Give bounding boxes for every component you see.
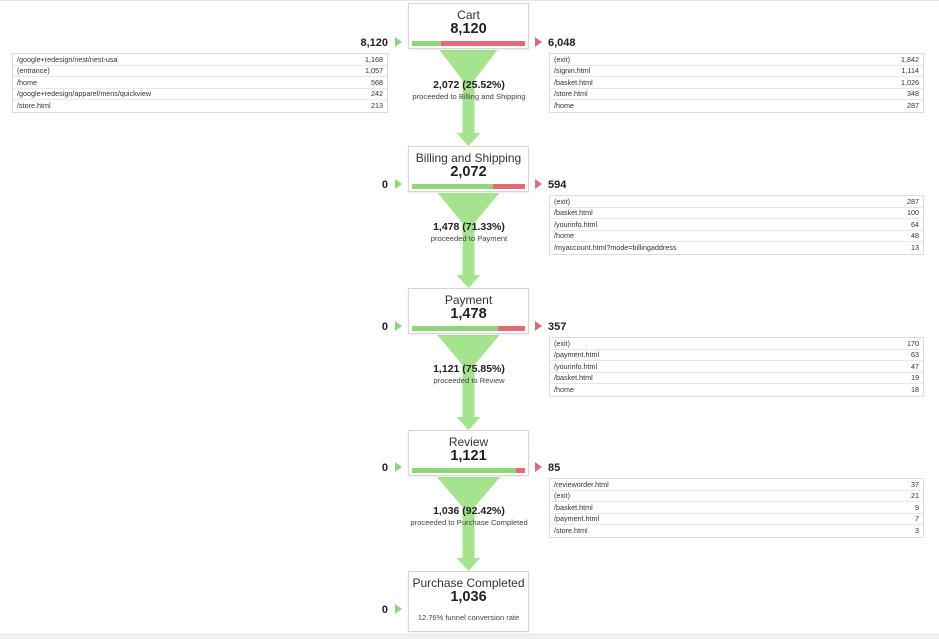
step-count: 2,072	[450, 164, 487, 180]
step-progression: 1,478 (71.33%) proceeded to Payment	[393, 221, 545, 243]
step-count: 1,121	[450, 448, 487, 464]
step-count: 1,036	[450, 589, 487, 605]
funnel-connector-arrow	[439, 50, 498, 146]
funnel-step-payment[interactable]: Payment 1,478	[408, 288, 529, 334]
progression-label: proceeded to Purchase Completed	[410, 518, 528, 527]
progression-count: 1,478 (71.33%)	[433, 221, 505, 233]
step-progress-fill	[412, 326, 498, 331]
progression-count: 2,072 (25.52%)	[433, 79, 505, 91]
funnel-connector-arrow	[436, 477, 501, 571]
entry-arrow-icon	[395, 321, 402, 331]
entry-arrow-icon	[395, 604, 402, 614]
step-entries[interactable]: 8,120	[360, 37, 388, 49]
step-progress-bar	[412, 468, 525, 473]
step-count: 8,120	[450, 21, 487, 37]
table-row[interactable]: (exit)1,842	[550, 54, 923, 66]
exit-arrow-icon	[535, 462, 542, 472]
funnel-step-purchase-completed[interactable]: Purchase Completed 1,036 12.76% funnel c…	[408, 571, 529, 632]
step-progression: 1,036 (92.42%) proceeded to Purchase Com…	[393, 505, 545, 527]
step-exits[interactable]: 6,048	[548, 37, 576, 49]
step-progress-bar	[412, 41, 525, 46]
step-name: Payment	[444, 293, 493, 307]
exit-arrow-icon	[535, 37, 542, 47]
funnel-connector-arrow	[437, 193, 500, 288]
funnel-connector-arrow	[437, 335, 500, 430]
progression-count: 1,036 (92.42%)	[433, 505, 505, 517]
table-row[interactable]: (entrance)1,057	[13, 66, 387, 77]
step-progress-bar	[412, 326, 525, 331]
step-entries[interactable]: 0	[381, 462, 388, 474]
table-row[interactable]: (exit)287	[550, 196, 923, 208]
top-divider	[0, 0, 939, 1]
step-exits[interactable]: 85	[548, 462, 561, 474]
step-progress-bar	[412, 184, 525, 189]
entry-arrow-icon	[395, 37, 402, 47]
table-row[interactable]: (exit)170	[550, 338, 923, 350]
step-progress-fill	[412, 468, 517, 473]
step-name: Purchase Completed	[412, 576, 525, 590]
step-name: Review	[448, 435, 489, 449]
table-row[interactable]: (exit)21	[550, 491, 923, 502]
step-count: 1,478	[450, 306, 487, 322]
step-exits[interactable]: 594	[548, 179, 567, 191]
funnel-conversion-rate: 12.76% funnel conversion rate	[417, 613, 520, 622]
step-name: Billing and Shipping	[415, 151, 522, 165]
exit-arrow-icon	[535, 321, 542, 331]
step-name: Cart	[457, 8, 480, 22]
progression-label: proceeded to Billing and Shipping	[412, 92, 526, 101]
step-progress-fill	[412, 41, 441, 46]
step-progression: 1,121 (75.85%) proceeded to Review	[393, 363, 545, 385]
step-progress-fill	[412, 184, 493, 189]
entry-arrow-icon	[395, 179, 402, 189]
progression-count: 1,121 (75.85%)	[433, 363, 505, 375]
funnel-step-cart[interactable]: Cart 8,120	[408, 3, 529, 49]
funnel-step-billing-and-shipping[interactable]: Billing and Shipping 2,072	[408, 146, 529, 192]
step-entries[interactable]: 0	[381, 179, 388, 191]
bottom-divider	[0, 634, 939, 639]
step-entries[interactable]: 0	[381, 321, 388, 333]
step-exits[interactable]: 357	[548, 321, 567, 333]
entry-arrow-icon	[395, 462, 402, 472]
exit-arrow-icon	[535, 179, 542, 189]
step-entries[interactable]: 0	[381, 604, 388, 616]
step-progression: 2,072 (25.52%) proceeded to Billing and …	[393, 79, 545, 101]
funnel-step-review[interactable]: Review 1,121	[408, 430, 529, 476]
progression-label: proceeded to Review	[433, 376, 505, 385]
progression-label: proceeded to Payment	[430, 234, 508, 243]
